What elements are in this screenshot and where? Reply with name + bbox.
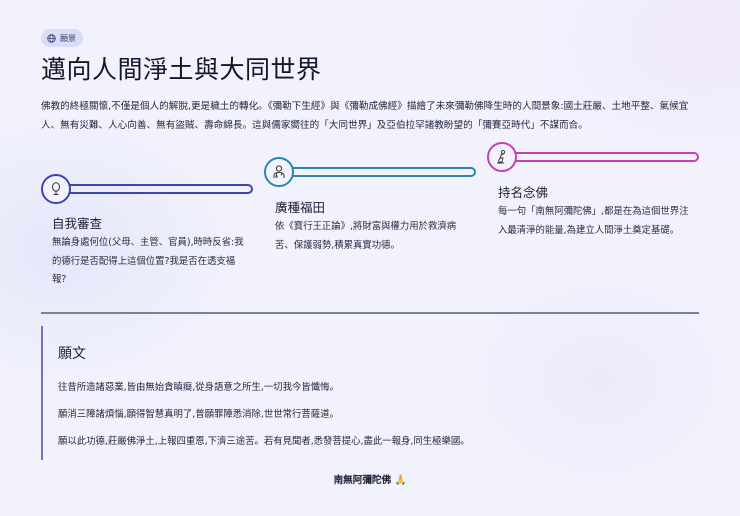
vow-line: 願消三障諸煩惱,願得智慧真明了,普願罪障悉消除,世世常行菩薩道。 [58, 409, 339, 420]
badge-label: 願景 [60, 33, 76, 43]
step-title: 廣種福田 [275, 200, 326, 215]
section-badge: 願景 [41, 29, 83, 47]
step-node [264, 157, 294, 187]
praying-person-icon [497, 149, 506, 164]
step-title: 持名念佛 [498, 185, 549, 200]
vow-heading: 願文 [58, 346, 86, 362]
step-node [41, 174, 71, 204]
step-description: 每一句「南無阿彌陀佛」,都是在為這個世界注入最清淨的能量,為建立人間淨土奠定基礎… [498, 206, 689, 236]
closing-text: 南無阿彌陀佛 🙏 [333, 475, 407, 486]
vow-line: 願以此功德,莊嚴佛淨土,上報四重恩,下濟三途苦。若有見聞者,悉發菩提心,盡此一報… [58, 436, 470, 447]
section-divider [41, 312, 699, 314]
doctor-icon [273, 165, 285, 178]
step-description: 無論身處何位(父母、主管、官員),時時反省:我的德行是否配得上這個位置?我是否在… [52, 237, 244, 285]
vow-line: 往昔所造諸惡業,皆由無始貪瞋癡,從身語意之所生,一切我今皆懺悔。 [58, 382, 339, 393]
step-track [278, 167, 476, 177]
step-node [487, 142, 517, 172]
vow-block: 願文 往昔所造諸惡業,皆由無始貪瞋癡,從身語意之所生,一切我今皆懺悔。 願消三障… [41, 326, 661, 460]
step-track [501, 152, 699, 162]
step-description: 依《寶行王正論》,將財富與權力用於救濟病苦、保護弱勢,積累真實功德。 [275, 221, 457, 251]
microphone-icon [52, 182, 60, 195]
page-title: 邁向人間淨土與大同世界 [41, 55, 322, 84]
step-track [55, 184, 253, 194]
intro-paragraph: 佛教的終極關懷,不僅是個人的解脫,更是穢土的轉化。《彌勒下生經》與《彌勒成佛經》… [41, 101, 689, 131]
globe-icon [47, 33, 56, 43]
step-title: 自我審查 [52, 216, 103, 231]
